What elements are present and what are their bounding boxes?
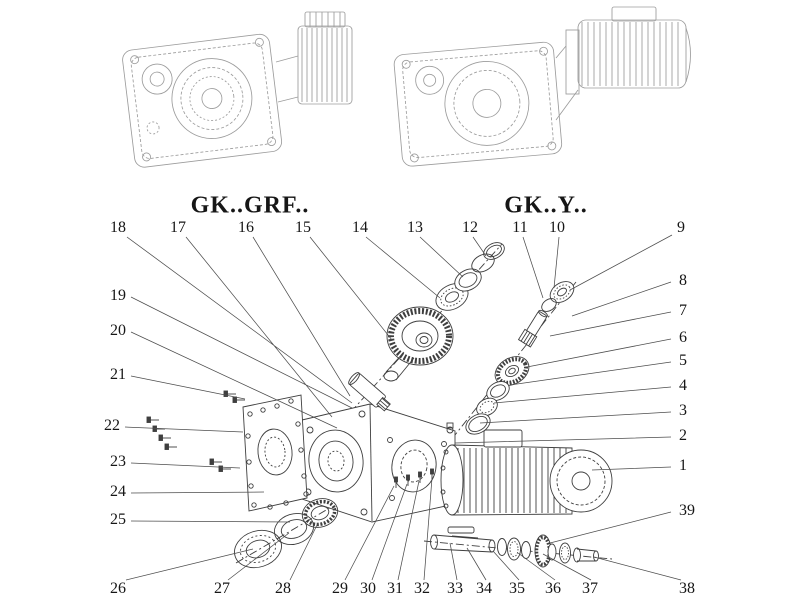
callout-36: 36: [545, 580, 561, 597]
callout-12: 12: [462, 219, 478, 236]
callout-9: 9: [677, 219, 685, 236]
callout-28: 28: [275, 580, 291, 597]
callout-23: 23: [110, 453, 126, 470]
callout-13: 13: [407, 219, 423, 236]
callout-19: 19: [110, 287, 126, 304]
callout-32: 32: [414, 580, 430, 597]
callout-10: 10: [549, 219, 565, 236]
callout-34: 34: [476, 580, 492, 597]
output-bearing-cover-parts: [234, 498, 339, 569]
motor-assembled: [555, 6, 691, 121]
callout-2: 2: [679, 427, 687, 444]
second-stage-parts: [465, 281, 575, 435]
assembled-view-gkgrf: [122, 11, 353, 168]
callout-35: 35: [509, 580, 525, 597]
callout-6: 6: [679, 329, 687, 346]
input-pinion-shaft: [348, 372, 391, 412]
electric-motor: [440, 429, 613, 516]
assembled-view-gky: [393, 6, 691, 167]
callout-33: 33: [447, 580, 463, 597]
mounting-flange: [242, 394, 309, 512]
leader-lines: [124, 234, 682, 581]
callout-5: 5: [679, 352, 687, 369]
callout-27: 27: [214, 580, 230, 597]
callout-31: 31: [387, 580, 403, 597]
callout-39: 39: [679, 502, 695, 519]
callout-26: 26: [110, 580, 126, 597]
input-fan-cover: [275, 11, 353, 105]
callout-38: 38: [679, 580, 695, 597]
callout-30: 30: [360, 580, 376, 597]
callout-29: 29: [332, 580, 348, 597]
callout-17: 17: [170, 219, 186, 236]
callout-15: 15: [295, 219, 311, 236]
callout-1: 1: [679, 457, 687, 474]
model-label-gkgrf: GK..GRF..: [190, 192, 310, 219]
callout-11: 11: [512, 219, 528, 236]
callout-37: 37: [582, 580, 598, 597]
input-bearings-and-rings: [435, 242, 505, 311]
callout-7: 7: [679, 302, 687, 319]
exploded-view: [146, 242, 613, 569]
callout-20: 20: [110, 322, 126, 339]
callout-18: 18: [110, 219, 126, 236]
model-label-gky: GK..Y..: [504, 192, 588, 219]
callout-14: 14: [352, 219, 368, 236]
output-shaft-assembly: [430, 526, 599, 568]
callout-25: 25: [110, 511, 126, 528]
motor-mount-bolts: [394, 468, 434, 488]
callout-16: 16: [238, 219, 254, 236]
callout-21: 21: [110, 366, 126, 383]
callout-3: 3: [679, 402, 687, 419]
housing-screws: [146, 390, 245, 472]
main-bevel-gear: [383, 306, 454, 382]
callout-24: 24: [110, 483, 126, 500]
callout-8: 8: [679, 272, 687, 289]
callout-22: 22: [104, 417, 120, 434]
callout-4: 4: [679, 377, 687, 394]
